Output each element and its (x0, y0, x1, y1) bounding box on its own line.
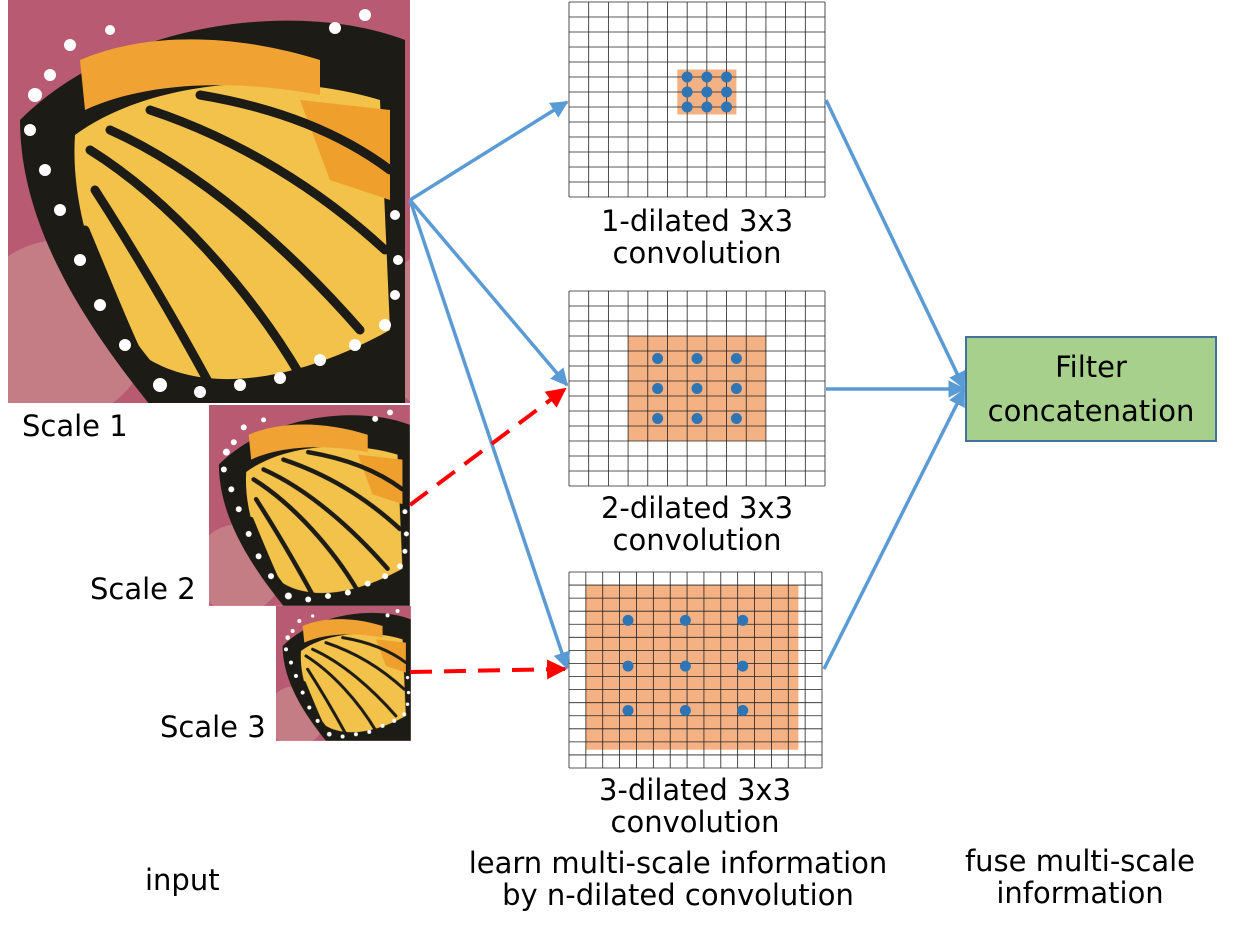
kernel-dot (701, 101, 713, 113)
kernel-dot (691, 413, 703, 424)
right-caption: fuse multi-scale information (930, 845, 1230, 909)
kernel-dot (730, 353, 742, 364)
kernel-dot (701, 71, 713, 83)
kernel-dot (691, 383, 703, 394)
conv1-label: 1-dilated 3x3 convolution (547, 205, 847, 269)
grid-3-dilated (568, 571, 823, 769)
receptive-field-3-dilated (585, 585, 799, 750)
kernel-dot (730, 383, 742, 394)
middle-caption: learn multi-scale information by n-dilat… (428, 847, 928, 911)
grid-1-dilated (568, 1, 826, 198)
kernel-dot (721, 101, 733, 113)
scale-2-label: Scale 2 (90, 572, 196, 606)
middle-caption-line2: by n-dilated convolution (502, 878, 854, 912)
scale-1-image (8, 0, 410, 403)
kernel-dot (622, 705, 634, 717)
kernel-dot (622, 614, 634, 626)
arrow-input-to-conv3 (408, 199, 571, 670)
arrow-conv1-to-filter (824, 99, 966, 390)
conv2-label-line1: 2-dilated 3x3 (600, 491, 794, 525)
kernel-dot (737, 660, 749, 672)
kernel-dot (721, 71, 733, 83)
conv2-label-line2: convolution (612, 523, 782, 557)
kernel-dot (679, 614, 691, 626)
kernel-dot (652, 353, 664, 364)
arrow-input-to-conv1 (409, 100, 569, 202)
kernel-dot (652, 383, 664, 394)
kernel-dot (681, 86, 693, 98)
filter-label-line2: concatenation (987, 394, 1195, 428)
kernel-dot (681, 101, 693, 113)
conv1-label-line1: 1-dilated 3x3 (600, 204, 794, 238)
scale-3-image (276, 606, 411, 741)
arrow-conv3-to-filter (822, 388, 966, 670)
conv3-label-line2: convolution (610, 805, 780, 839)
scale-3-label: Scale 3 (160, 710, 266, 744)
kernel-dot (691, 353, 703, 364)
arrow-input-to-conv2 (408, 198, 569, 387)
right-caption-line1: fuse multi-scale (964, 844, 1196, 878)
arrow-scale2-to-conv2 (408, 387, 567, 507)
kernel-dot (737, 705, 749, 717)
kernel-dot (679, 705, 691, 717)
grid-2-dilated (568, 290, 826, 487)
conv3-label: 3-dilated 3x3 convolution (545, 774, 845, 838)
arrow-scale3-to-conv3 (409, 659, 567, 680)
filter-label-line1: Filter (1055, 350, 1127, 384)
scale-2-image (209, 405, 410, 606)
filter-concatenation-box: Filter concatenation (965, 336, 1217, 442)
kernel-dot (652, 413, 664, 424)
kernel-dot (701, 86, 713, 98)
kernel-dot (681, 71, 693, 83)
kernel-dot (679, 660, 691, 672)
kernel-dot (737, 614, 749, 626)
middle-caption-line1: learn multi-scale information (468, 846, 888, 880)
right-caption-line2: information (996, 876, 1164, 910)
scale-1-label: Scale 1 (22, 409, 128, 443)
conv2-label: 2-dilated 3x3 convolution (547, 492, 847, 556)
conv3-label-line1: 3-dilated 3x3 (598, 773, 792, 807)
conv1-label-line2: convolution (612, 236, 782, 270)
kernel-dot (730, 413, 742, 424)
input-caption: input (145, 863, 220, 897)
kernel-dot (622, 660, 634, 672)
kernel-dot (721, 86, 733, 98)
